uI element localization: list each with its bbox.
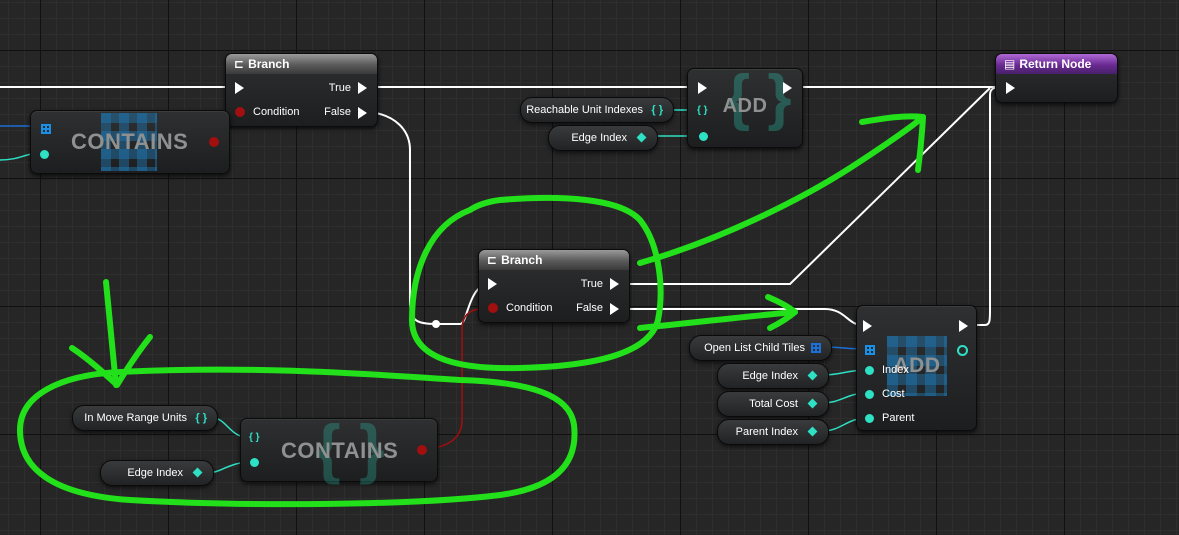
true-label: True xyxy=(580,278,603,290)
parent-index-var[interactable]: Parent Index xyxy=(717,419,829,445)
branch-node-mid[interactable]: ⊏ Branch Condition True False xyxy=(478,249,630,323)
true-label: True xyxy=(328,82,351,94)
open-list-child-tiles-label: Open List Child Tiles xyxy=(704,342,805,354)
contains-bottom-output-pin[interactable] xyxy=(417,445,427,455)
condition-pin[interactable] xyxy=(235,107,245,117)
add-top-exec-out-pin[interactable] xyxy=(783,82,792,94)
reachable-unit-indexes-var[interactable]: Reachable Unit Indexes { } xyxy=(520,97,674,123)
int-pin-icon[interactable] xyxy=(807,426,818,437)
branch-icon: ⊏ xyxy=(487,253,498,267)
edge-index-top-label: Edge Index xyxy=(571,132,627,144)
add-bottom-exec-in-pin[interactable] xyxy=(863,320,872,332)
exec-in-pin[interactable] xyxy=(488,278,497,290)
parent-label: Parent xyxy=(882,412,915,424)
array-input-icon[interactable] xyxy=(41,124,51,134)
contains-node-bottom[interactable]: { } { } CONTAINS xyxy=(240,415,438,482)
add-bottom-output-pin[interactable] xyxy=(957,345,968,356)
exec-wire-add-bottom-to-return xyxy=(972,86,1006,326)
array-pin-icon[interactable] xyxy=(811,343,821,353)
exec-wire-mid-false-to-add-bottom xyxy=(625,308,863,326)
branch-node-top[interactable]: ⊏ Branch Condition True False xyxy=(225,53,378,127)
item-input-pin[interactable] xyxy=(250,458,259,467)
false-label: False xyxy=(576,302,603,314)
set-input-icon[interactable]: { } xyxy=(697,105,708,116)
branch-node-top-header: ⊏ Branch xyxy=(226,54,377,74)
annotation-arrow-down-head xyxy=(69,334,153,388)
return-node[interactable]: ▤ Return Node xyxy=(995,53,1118,103)
array-grid-icon xyxy=(887,336,947,396)
int-pin-icon[interactable] xyxy=(192,467,203,478)
index-label: Index xyxy=(882,364,909,376)
contains-top-output-pin[interactable] xyxy=(209,137,219,147)
parent-pin[interactable] xyxy=(865,414,874,423)
true-exec-pin[interactable] xyxy=(358,82,367,94)
edge-index-right-var[interactable]: Edge Index xyxy=(717,363,829,389)
reroute-node xyxy=(432,320,440,328)
open-list-child-tiles-var[interactable]: Open List Child Tiles xyxy=(689,335,832,361)
false-label: False xyxy=(324,106,351,118)
total-cost-var[interactable]: Total Cost xyxy=(717,391,829,417)
cost-pin[interactable] xyxy=(865,390,874,399)
true-exec-pin[interactable] xyxy=(610,278,619,290)
edge-index-top-var[interactable]: Edge Index xyxy=(548,125,658,151)
reachable-unit-indexes-label: Reachable Unit Indexes xyxy=(526,104,643,116)
index-pin[interactable] xyxy=(865,366,874,375)
contains-bottom-label: CONTAINS xyxy=(281,438,399,463)
branch-node-top-title: Branch xyxy=(248,57,290,71)
annotation-arrow-up-head xyxy=(859,113,926,173)
edge-index-bottom-label: Edge Index xyxy=(127,467,183,479)
branch-icon: ⊏ xyxy=(234,57,245,71)
set-pin-icon[interactable]: { } xyxy=(651,104,663,116)
false-exec-pin[interactable] xyxy=(358,107,367,119)
condition-label: Condition xyxy=(506,302,553,314)
branch-node-mid-header: ⊏ Branch xyxy=(479,250,629,270)
add-bottom-label: ADD xyxy=(893,354,941,377)
set-pin-icon[interactable]: { } xyxy=(195,412,207,424)
in-move-range-units-var[interactable]: In Move Range Units { } xyxy=(72,405,218,431)
exec-wire-false-to-branch-mid xyxy=(369,111,491,325)
annotation-arrow-down xyxy=(103,279,119,388)
add-node-top[interactable]: { } { } ADD xyxy=(687,67,803,148)
exec-wire-mid-true-to-return xyxy=(625,87,991,285)
return-exec-in-pin[interactable] xyxy=(1006,82,1015,94)
contains-node-top[interactable]: CONTAINS xyxy=(30,110,230,174)
in-move-range-units-label: In Move Range Units xyxy=(84,412,187,424)
condition-label: Condition xyxy=(253,106,300,118)
array-input-icon[interactable] xyxy=(865,345,875,355)
edge-index-bottom-var[interactable]: Edge Index xyxy=(100,460,214,486)
return-node-title: Return Node xyxy=(1019,57,1092,71)
parent-index-label: Parent Index xyxy=(735,426,798,438)
contains-top-label: CONTAINS xyxy=(71,129,189,154)
item-input-pin[interactable] xyxy=(40,150,49,159)
annotation-arrow-right xyxy=(637,309,798,331)
return-node-header: ▤ Return Node xyxy=(996,54,1117,74)
return-icon: ▤ xyxy=(1004,57,1016,71)
add-bottom-exec-out-pin[interactable] xyxy=(959,320,968,332)
annotation-arrow-right-head xyxy=(765,294,798,331)
edge-index-right-label: Edge Index xyxy=(742,370,798,382)
cost-label: Cost xyxy=(882,388,905,400)
add-node-bottom[interactable]: ADD Index Cost Parent xyxy=(856,305,977,431)
add-top-label: ADD xyxy=(722,95,768,117)
int-pin-icon[interactable] xyxy=(807,398,818,409)
exec-in-pin[interactable] xyxy=(235,82,244,94)
int-pin-icon[interactable] xyxy=(807,370,818,381)
branch-node-mid-title: Branch xyxy=(501,253,543,267)
false-exec-pin[interactable] xyxy=(610,303,619,315)
add-top-exec-in-pin[interactable] xyxy=(698,82,707,94)
condition-pin[interactable] xyxy=(488,303,498,313)
add-top-item-pin[interactable] xyxy=(699,132,708,141)
total-cost-label: Total Cost xyxy=(749,398,798,410)
set-input-icon[interactable]: { } xyxy=(249,432,260,443)
array-grid-icon xyxy=(101,113,157,171)
int-pin-icon[interactable] xyxy=(636,132,647,143)
